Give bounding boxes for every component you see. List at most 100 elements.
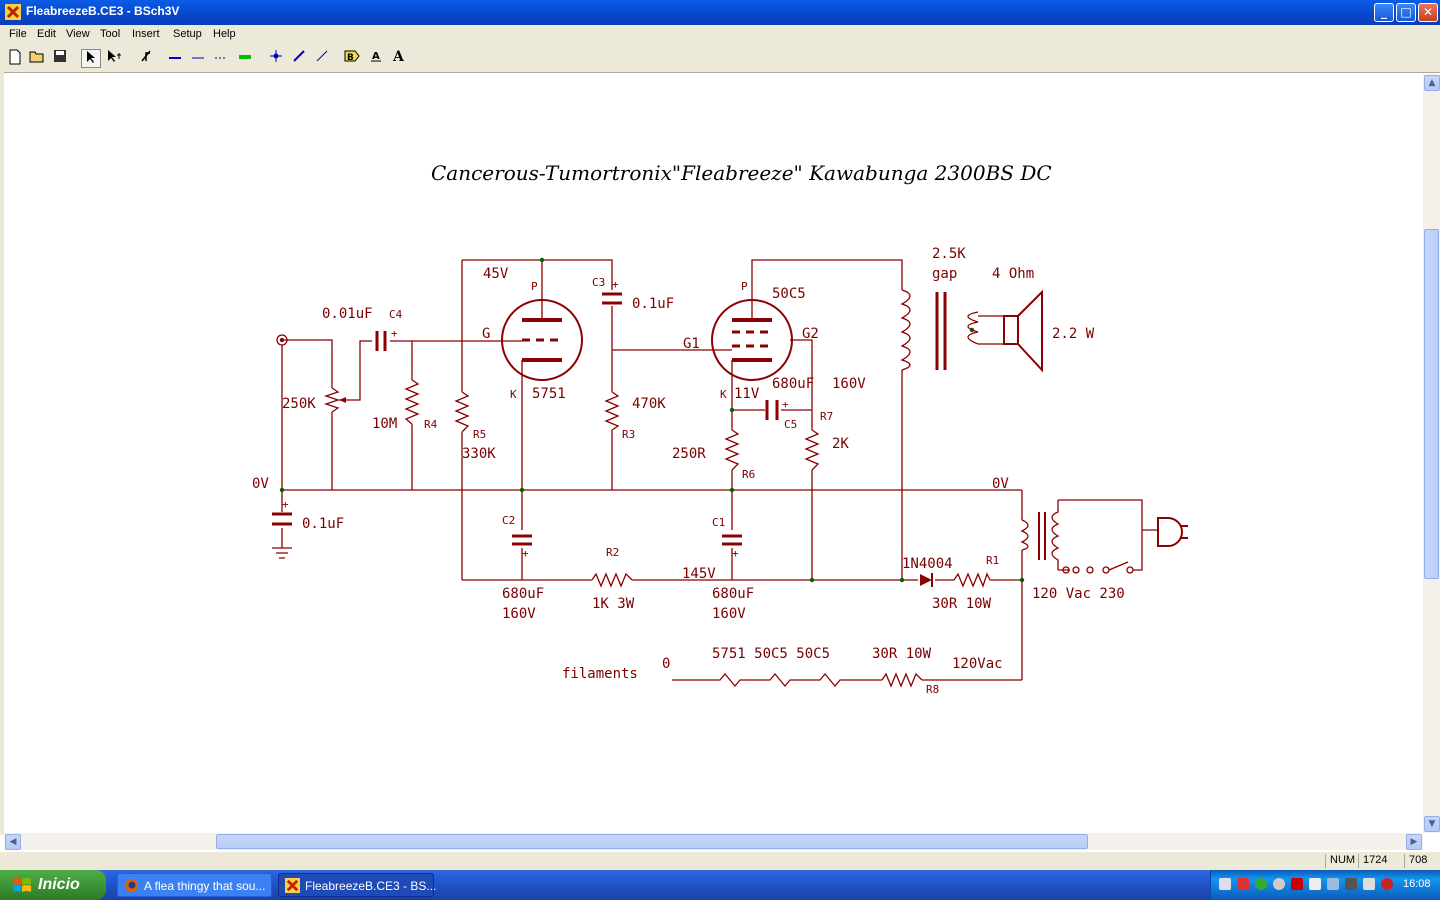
label-r3: R3 — [622, 428, 635, 441]
pot-wiper-arrow — [339, 397, 346, 403]
security-icon[interactable] — [1237, 878, 1249, 890]
menu-setup[interactable]: Setup — [173, 28, 202, 40]
new-file-icon[interactable] — [5, 49, 25, 68]
label-r1-value: 30R 10W — [932, 596, 992, 612]
speaker-symbol — [1003, 289, 1043, 373]
label-g1: G1 — [683, 336, 700, 352]
vertical-scrollbar[interactable]: ▲ ▼ — [1423, 74, 1440, 833]
media-icon[interactable] — [1291, 878, 1303, 890]
label-r1: R1 — [986, 554, 999, 567]
scroll-left-icon[interactable]: ◀ — [5, 834, 21, 850]
close-button[interactable]: ✕ — [1418, 3, 1438, 22]
menu-view[interactable]: View — [66, 28, 90, 40]
tools-icon[interactable] — [1327, 878, 1339, 890]
label-cathode-v2: K — [720, 388, 727, 401]
label-c2: C2 — [502, 514, 515, 527]
taskbar-item-bsch3v[interactable]: FleabreezeB.CE3 - BS... — [278, 873, 436, 897]
label-r4: R4 — [424, 418, 438, 431]
junction-dot — [519, 487, 525, 493]
label-grid-v1: G — [482, 326, 490, 342]
label-r7-value: 2K — [832, 436, 849, 452]
label-r3-value: 470K — [632, 396, 666, 412]
menu-file[interactable]: File — [9, 28, 27, 40]
drag-arrow-icon[interactable] — [104, 49, 124, 68]
bus-icon[interactable] — [165, 49, 185, 68]
volume-icon[interactable] — [1309, 878, 1321, 890]
ground-symbol — [272, 547, 292, 559]
scroll-down-icon[interactable]: ▼ — [1424, 816, 1440, 832]
dash-line-icon[interactable] — [211, 49, 231, 68]
tag-icon[interactable]: B — [342, 49, 362, 68]
menu-tool[interactable]: Tool — [100, 28, 121, 40]
label-input-cap-value: 0.1uF — [302, 516, 344, 532]
label-r6: R6 — [742, 468, 755, 481]
taskbar: Inicio A flea thingy that sou... Fleabre… — [0, 870, 1440, 900]
svg-text:A: A — [392, 49, 405, 63]
start-label: Inicio — [38, 876, 80, 893]
menu-bar: File Edit View Tool Insert Setup Help — [0, 25, 1440, 45]
app-icon — [5, 4, 21, 20]
diagonal-line-icon[interactable] — [312, 49, 332, 68]
rotate-icon[interactable] — [136, 49, 156, 68]
menu-edit[interactable]: Edit — [37, 28, 56, 40]
junction-dot — [729, 487, 735, 493]
label-r6-value: 250R — [672, 446, 706, 462]
schematic-title: Cancerous-Tumortronix"Fleabreeze" Kawabu… — [431, 161, 1052, 185]
horizontal-scrollbar[interactable]: ◀ ▶ — [4, 833, 1423, 850]
horizontal-scroll-thumb[interactable] — [216, 834, 1088, 849]
label-r5: R5 — [473, 428, 486, 441]
filament-wire — [672, 672, 1022, 688]
menu-insert[interactable]: Insert — [132, 28, 160, 40]
junction-bar-icon[interactable] — [235, 49, 255, 68]
antivirus-icon[interactable] — [1255, 878, 1267, 890]
schematic-canvas[interactable]: + + + + + + Cancerous-Tumortronix"Fleabr… — [4, 74, 1423, 833]
clock[interactable]: 16:08 — [1403, 878, 1431, 890]
label-0v-right: 0V — [992, 476, 1009, 492]
scroll-right-icon[interactable]: ▶ — [1406, 834, 1422, 850]
resistor-r4-symbol — [404, 379, 420, 425]
entry-line-icon[interactable] — [289, 49, 309, 68]
label-c4-value: 0.01uF — [322, 306, 373, 322]
taskbar-item-firefox[interactable]: A flea thingy that sou... — [117, 873, 272, 897]
capacitor-c1-symbol — [722, 534, 742, 546]
maximize-button[interactable]: □ — [1396, 3, 1416, 22]
open-folder-icon[interactable] — [27, 49, 47, 68]
resistor-r8-symbol — [881, 672, 923, 688]
label-icon[interactable]: A — [366, 49, 386, 68]
label-transformer-value: 2.5K — [932, 246, 966, 262]
junction-dot — [729, 407, 735, 413]
c2-plus-mark: + — [522, 547, 529, 560]
select-arrow-icon[interactable] — [81, 49, 101, 68]
label-r2-value: 1K 3W — [592, 596, 635, 612]
status-bar: NUM 1724 708 — [0, 852, 1440, 870]
label-pot-value: 250K — [282, 396, 316, 412]
label-c2-value: 680uF — [502, 586, 544, 602]
minimize-button[interactable]: _ — [1374, 3, 1394, 22]
alert-icon[interactable] — [1381, 878, 1393, 890]
network-icon[interactable] — [1219, 878, 1231, 890]
label-filament-tubes: 5751 50C5 50C5 — [712, 646, 830, 662]
menu-help[interactable]: Help — [213, 28, 236, 40]
comment-text-icon[interactable]: A — [389, 49, 409, 68]
label-mains: 120 Vac 230 — [1032, 586, 1125, 602]
capacitor-input-symbol — [272, 512, 292, 526]
scroll-up-icon[interactable]: ▲ — [1424, 75, 1440, 91]
b-plus-45-wire — [461, 259, 613, 580]
windows-logo-icon — [13, 878, 31, 892]
label-r5-value: 330K — [462, 446, 496, 462]
capacitor-c3-symbol — [602, 292, 622, 305]
label-c5-value: 680uF — [772, 376, 814, 392]
label-0v-left: 0V — [252, 476, 269, 492]
update-icon[interactable] — [1273, 878, 1285, 890]
label-diode: 1N4004 — [902, 556, 953, 572]
resistor-r7-symbol — [804, 429, 820, 471]
wire-icon[interactable] — [188, 49, 208, 68]
junction-dot-icon[interactable] — [266, 49, 286, 68]
title-bar[interactable]: FleabreezeB.CE3 - BSch3V _ □ ✕ — [0, 0, 1440, 25]
svg-text:A: A — [372, 51, 380, 62]
save-icon[interactable] — [50, 49, 70, 68]
wireless-icon[interactable] — [1363, 878, 1375, 890]
start-button[interactable]: Inicio — [0, 870, 106, 900]
vertical-scroll-thumb[interactable] — [1424, 229, 1439, 579]
monitor-icon[interactable] — [1345, 878, 1357, 890]
